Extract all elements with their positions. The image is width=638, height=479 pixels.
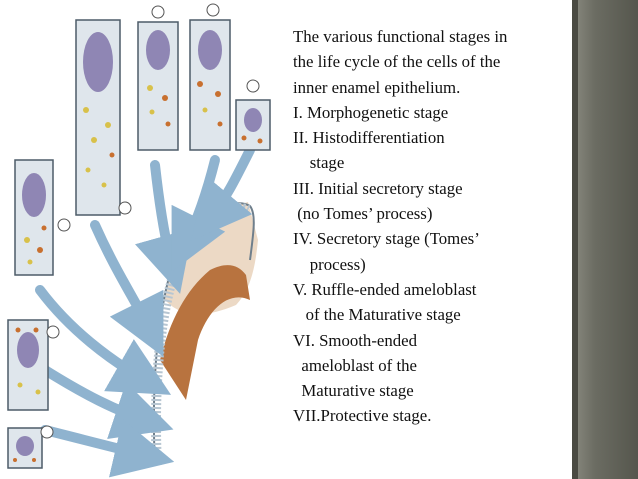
arrow-stage-1 xyxy=(35,285,172,395)
caption-line: VI. Smooth-ended xyxy=(293,330,417,350)
stage-marker-circle xyxy=(246,79,260,93)
arrow-stage-2 xyxy=(90,220,164,357)
arrow-stage-3 xyxy=(135,160,193,294)
stage-marker-circle xyxy=(118,201,132,215)
stage-caption: The various functional stages in the lif… xyxy=(293,24,569,429)
cell-stage-7 xyxy=(7,425,54,469)
caption-line: (no Tomes’ process) xyxy=(293,204,433,224)
decorative-side-bar xyxy=(572,0,638,479)
cell-stage-4 xyxy=(189,3,231,151)
caption-line: process) xyxy=(293,254,366,274)
caption-line: ameloblast of the xyxy=(293,355,417,375)
caption-line: Maturative stage xyxy=(293,381,414,401)
caption-line: III. Initial secretory stage xyxy=(293,178,463,198)
caption-line: II. Histodifferentiation xyxy=(293,128,445,148)
arrow-stage-5 xyxy=(190,145,255,242)
cell-stage-2 xyxy=(75,19,132,216)
stage-marker-circle xyxy=(206,3,220,17)
cell-stage-3 xyxy=(137,5,179,151)
enamel-layer xyxy=(160,265,250,400)
caption-line: of the Maturative stage xyxy=(293,305,461,325)
caption-line: V. Ruffle-ended ameloblast xyxy=(293,279,477,299)
caption-line: IV. Secretory stage (Tomes’ xyxy=(293,229,480,249)
stage-marker-circle xyxy=(57,218,71,232)
cell-stage-5 xyxy=(235,79,271,151)
stage-marker-circle xyxy=(40,425,54,439)
cell-stage-6 xyxy=(7,319,60,411)
arrow-stage-6 xyxy=(40,365,174,439)
caption-line: the life cycle of the cells of the xyxy=(293,52,501,72)
arrow-stage-7 xyxy=(40,418,175,478)
cell-stage-1 xyxy=(14,159,71,276)
stage-arrows xyxy=(35,145,255,478)
caption-line: The various functional stages in xyxy=(293,27,508,46)
stage-marker-circle xyxy=(151,5,165,19)
stage-marker-circle xyxy=(46,325,60,339)
caption-line: stage xyxy=(293,153,345,173)
caption-line: inner enamel epithelium. xyxy=(293,77,461,97)
caption-line: I. Morphogenetic stage xyxy=(293,102,449,122)
ameloblast-life-cycle-diagram xyxy=(7,3,271,478)
caption-line: VII.Protective stage. xyxy=(293,406,432,426)
